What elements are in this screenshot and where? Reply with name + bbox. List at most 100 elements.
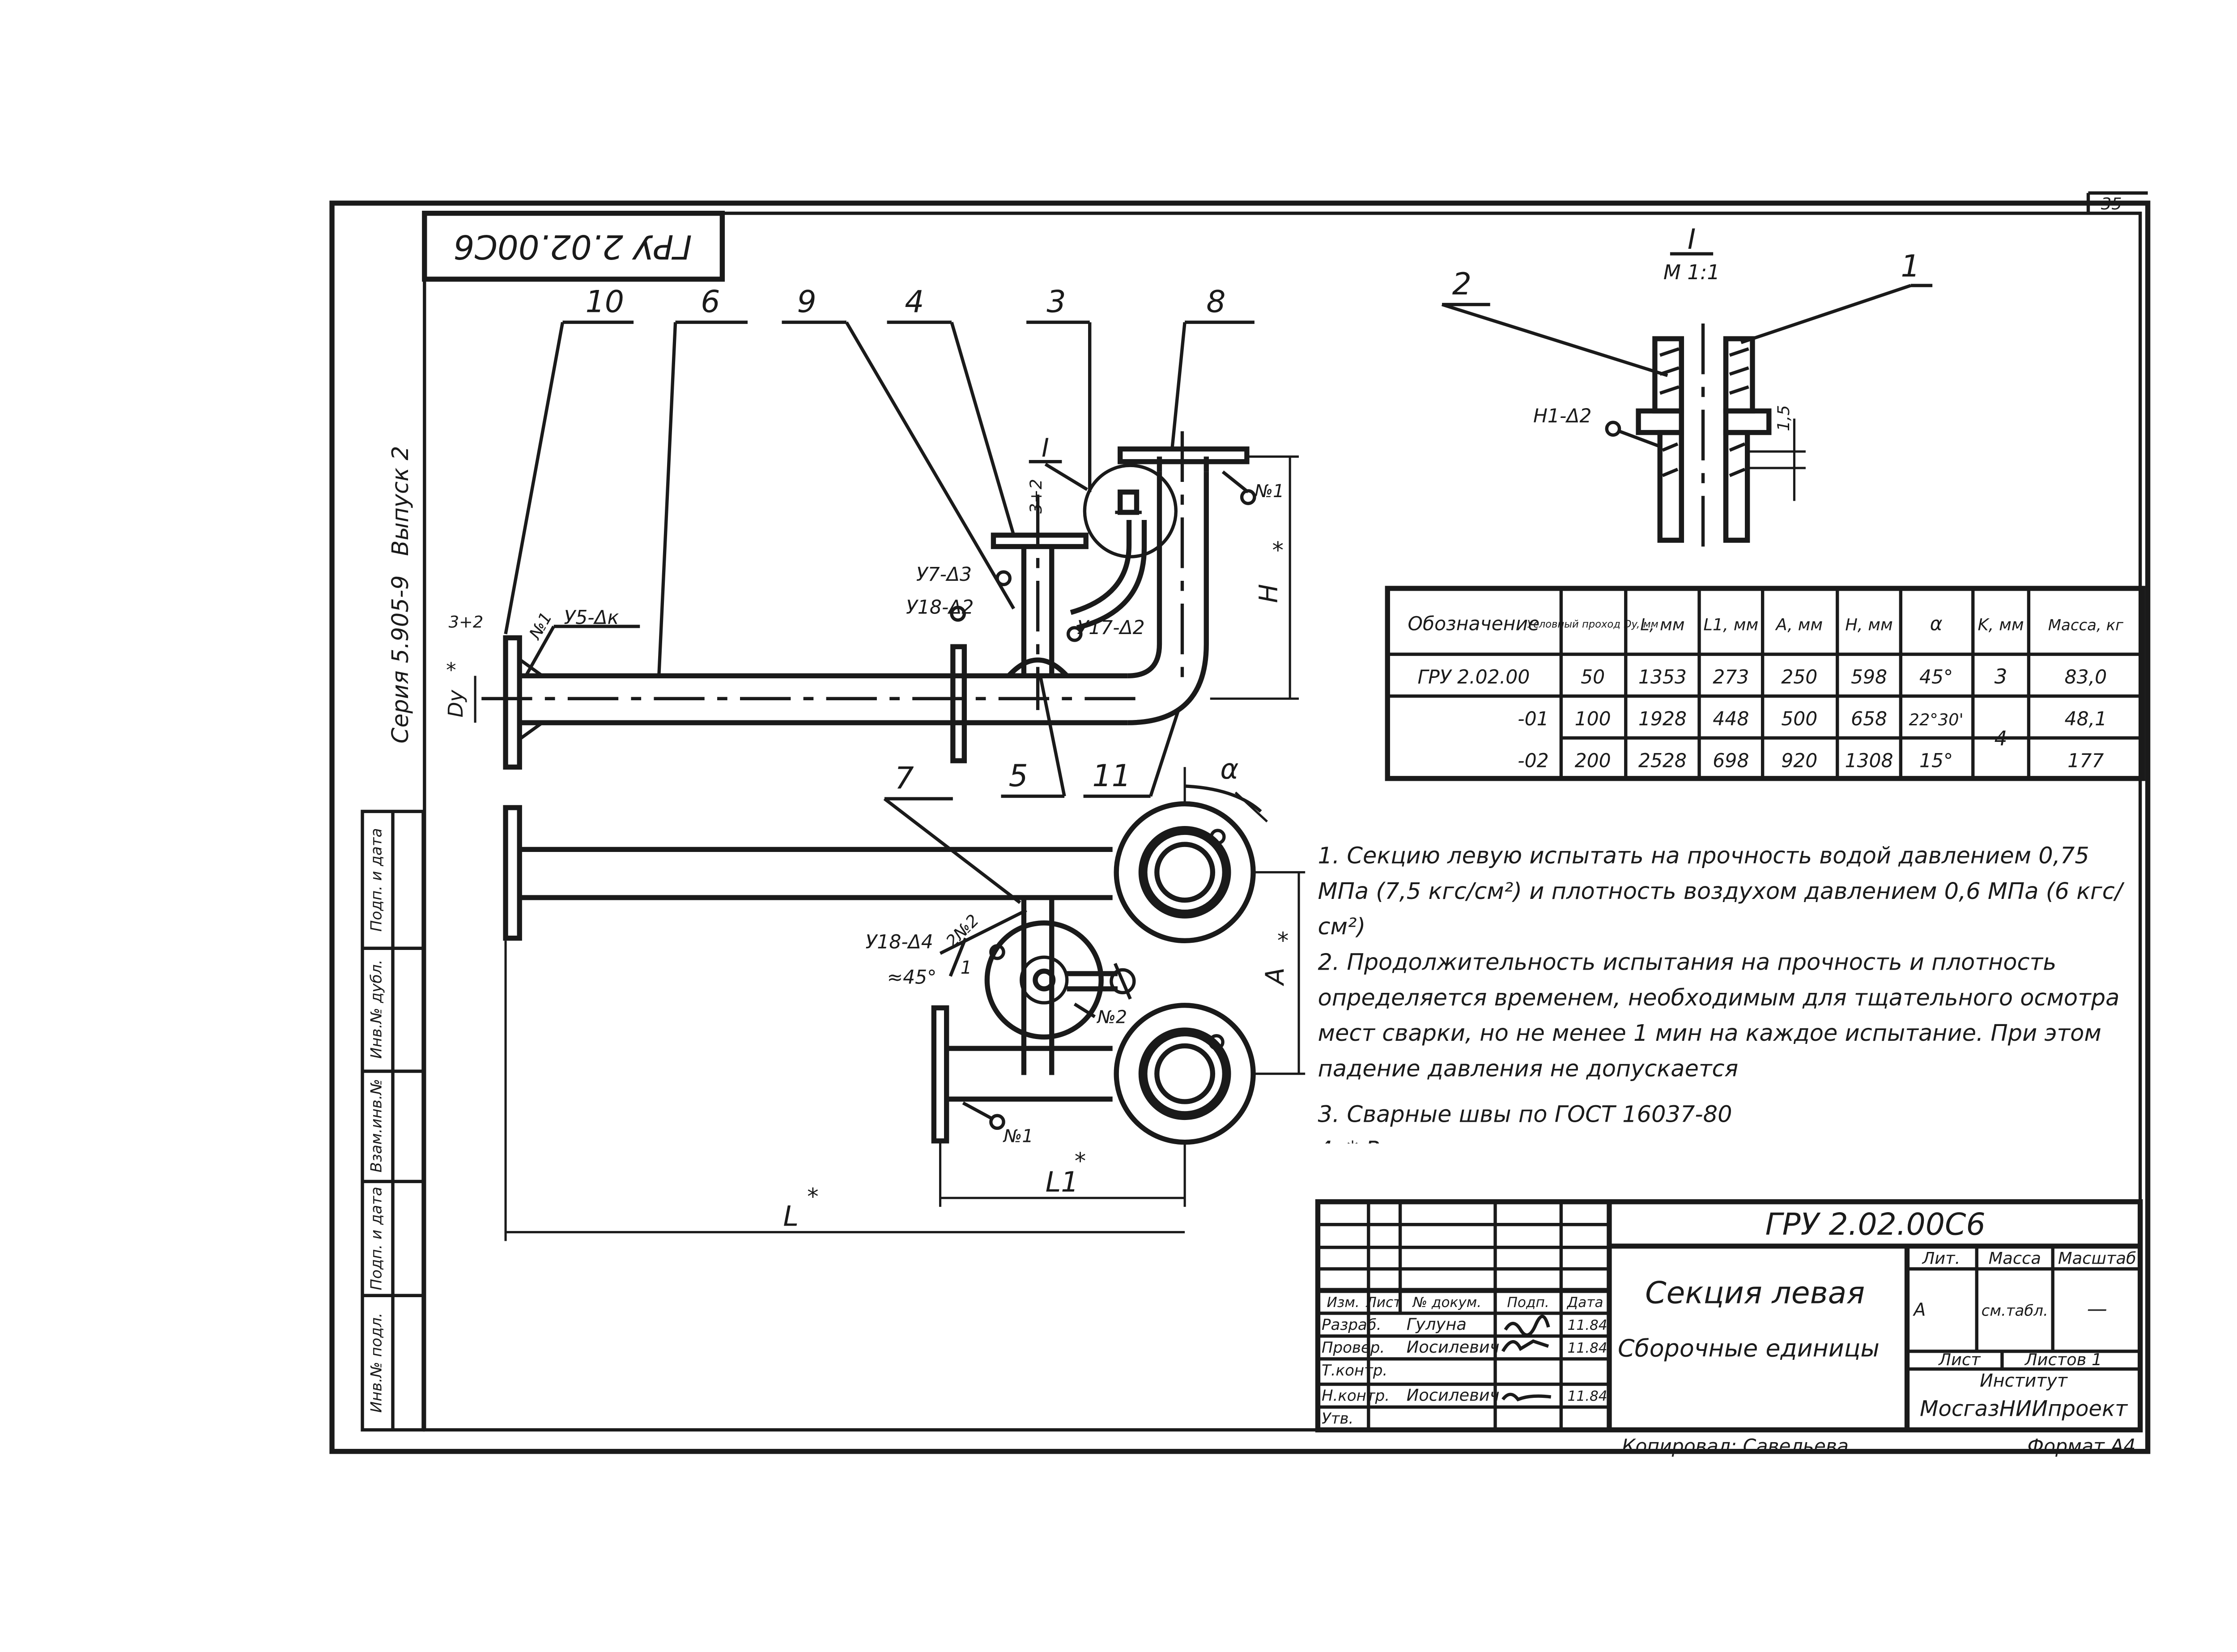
callouts-plan: 7 У18-Δ4 2№2 ≈45° 1 №2 №1 bbox=[865, 761, 1127, 1146]
note-1: 1. Секцию левую испытать на прочность во… bbox=[1318, 843, 2123, 941]
tb-col-date: Дата bbox=[1566, 1294, 1603, 1311]
title-block: ГРУ 2.02.00С6 Секция левая Сборочные еди… bbox=[1315, 1199, 2143, 1433]
dim-a-star: * bbox=[1277, 928, 1289, 954]
weld-s3-a: 3+2 bbox=[449, 613, 484, 632]
tb-mass-value: см.табл. bbox=[1982, 1302, 2048, 1320]
r2c1: 200 bbox=[1575, 750, 1611, 772]
tb-doc-code: ГРУ 2.02.00С6 bbox=[1765, 1207, 1986, 1242]
callout-7: 7 bbox=[895, 761, 914, 796]
dim-l-star: * bbox=[807, 1184, 818, 1210]
tb-role-1: Провер. bbox=[1322, 1339, 1385, 1357]
th-mass: Масса, кг bbox=[2048, 616, 2123, 634]
tb-subtitle: Сборочные единицы bbox=[1618, 1334, 1880, 1362]
r1c6: 22°30' bbox=[1909, 710, 1964, 729]
weld-n1-c: №1 bbox=[1003, 1126, 1033, 1147]
tb-sheets-label: Листов 1 bbox=[2024, 1350, 2102, 1369]
side-stamp: Инв.№ подл. Подп. и дата Взам.инв.№ Инв.… bbox=[361, 809, 425, 1432]
weld-notes-elevation: 3+2 №1 У5-Δк 3+2 У7-Δ3 У18-Δ2 У17-Δ2 №1 bbox=[449, 470, 1284, 677]
th-designation: Обозначение bbox=[1408, 613, 1540, 635]
dim-alpha: α bbox=[1220, 753, 1238, 785]
tb-role-4: Утв. bbox=[1322, 1409, 1353, 1427]
footer: Копировал: Савельева Формат А4 bbox=[1622, 1436, 2135, 1458]
tb-scale-value: — bbox=[2087, 1297, 2107, 1321]
spec-table: Обозначение Условный проход Dy, мм L, мм… bbox=[1385, 586, 2145, 781]
weld-s3-b: 3+2 bbox=[1026, 479, 1046, 514]
tb-col-sign: Подп. bbox=[1507, 1294, 1549, 1311]
copied-by: Копировал: Савельева bbox=[1622, 1436, 1849, 1458]
note-4: 4. * Размеры для справок bbox=[1318, 1133, 2142, 1143]
r2c2: 2528 bbox=[1638, 750, 1687, 772]
callout-5: 5 bbox=[1008, 758, 1028, 794]
dim-a: A bbox=[1260, 967, 1290, 987]
weld-y18-4: У18-Δ4 bbox=[865, 931, 933, 953]
dim-dy: Dy bbox=[444, 690, 468, 718]
r0c0: ГРУ 2.02.00 bbox=[1417, 666, 1530, 688]
r2c6: 15° bbox=[1919, 750, 1953, 772]
format: Формат А4 bbox=[2028, 1436, 2136, 1458]
callouts-elevation: 10 6 9 4 3 8 5 11 I bbox=[504, 285, 1255, 798]
callout-6: 6 bbox=[701, 285, 720, 320]
r0c3: 273 bbox=[1713, 666, 1749, 688]
weld-n1-a: №1 bbox=[525, 609, 556, 643]
tb-col-izm: Изм. bbox=[1327, 1294, 1360, 1311]
tb-lit-label: Лит. bbox=[1922, 1249, 1961, 1268]
r1c7: 4 bbox=[1995, 727, 2007, 750]
rotated-code: ГРУ 2.02.00С6 bbox=[454, 227, 692, 265]
series-label: Серия 5.905-9 Выпуск 2 bbox=[387, 446, 414, 743]
weld-y17: У17-Δ2 bbox=[1077, 617, 1144, 639]
tb-mass-label: Масса bbox=[1989, 1249, 2041, 1268]
tb-lit-value: А bbox=[1912, 1300, 1926, 1320]
r0c4: 250 bbox=[1781, 666, 1817, 688]
tb-role-0: Разраб. bbox=[1322, 1316, 1382, 1334]
weld-n2-b: №2 bbox=[1097, 1007, 1127, 1027]
r1c0: -01 bbox=[1518, 708, 1548, 730]
r0c8: 83,0 bbox=[2065, 666, 2107, 688]
tb-title: Секция левая bbox=[1645, 1275, 1865, 1311]
callout-4: 4 bbox=[905, 285, 924, 320]
notes-block: 1. Секцию левую испытать на прочность во… bbox=[1318, 843, 2142, 1143]
detail-callout-2: 2 bbox=[1452, 267, 1471, 302]
tb-date-3: 11.84 bbox=[1567, 1388, 1607, 1404]
signature-3 bbox=[1501, 1392, 1552, 1402]
stamp-4: Инв.№ дубл. bbox=[367, 959, 385, 1059]
callout-10: 10 bbox=[585, 285, 624, 320]
tb-date-1: 11.84 bbox=[1567, 1340, 1607, 1356]
tb-col-list: Лист bbox=[1365, 1294, 1402, 1311]
tb-role-2: Т.контр. bbox=[1322, 1362, 1387, 1380]
callout-3: 3 bbox=[1046, 285, 1066, 320]
tb-institute-label: Институт bbox=[1980, 1371, 2068, 1391]
weld-one: 1 bbox=[961, 958, 972, 978]
r1c1: 100 bbox=[1575, 708, 1611, 730]
detail-title: I bbox=[1688, 223, 1696, 255]
sheet-frame: 35 bbox=[329, 191, 2151, 1454]
r2c4: 920 bbox=[1781, 750, 1817, 772]
tb-col-doc: № докум. bbox=[1412, 1294, 1482, 1311]
r0c2: 1353 bbox=[1638, 666, 1687, 688]
tb-institute: МосгазНИИпроект bbox=[1920, 1396, 2128, 1421]
dim-15: 1,5 bbox=[1774, 405, 1793, 431]
callout-8: 8 bbox=[1206, 285, 1225, 320]
r1c3: 448 bbox=[1713, 708, 1749, 730]
th-h: H, мм bbox=[1845, 615, 1893, 634]
tb-sheet-label: Лист bbox=[1938, 1350, 1981, 1369]
r2c0: -02 bbox=[1518, 750, 1548, 772]
tb-date-0: 11.84 bbox=[1567, 1317, 1607, 1333]
weld-deg45: ≈45° bbox=[887, 967, 937, 989]
th-l1: L1, мм bbox=[1703, 615, 1758, 634]
weld-y18-2: У18-Δ2 bbox=[906, 597, 974, 619]
r0c7: 3 bbox=[1995, 664, 2007, 688]
r1c8: 48,1 bbox=[2065, 708, 2107, 730]
th-l: L, мм bbox=[1640, 615, 1684, 634]
tb-name-3: Иосилевич bbox=[1407, 1385, 1500, 1405]
note-3: 3. Сварные швы по ГОСТ 16037-80 bbox=[1318, 1102, 1732, 1128]
tb-name-0: Гулуна bbox=[1407, 1315, 1467, 1334]
callout-11: 11 bbox=[1092, 758, 1131, 794]
signature-1 bbox=[1504, 1315, 1550, 1337]
r2c3: 698 bbox=[1713, 750, 1749, 772]
sheet-number: 35 bbox=[2101, 194, 2122, 213]
callout-9: 9 bbox=[797, 285, 816, 320]
r0c5: 598 bbox=[1851, 666, 1887, 688]
tb-name-1: Иосилевич bbox=[1407, 1337, 1500, 1357]
dim-h: H bbox=[1254, 584, 1284, 603]
